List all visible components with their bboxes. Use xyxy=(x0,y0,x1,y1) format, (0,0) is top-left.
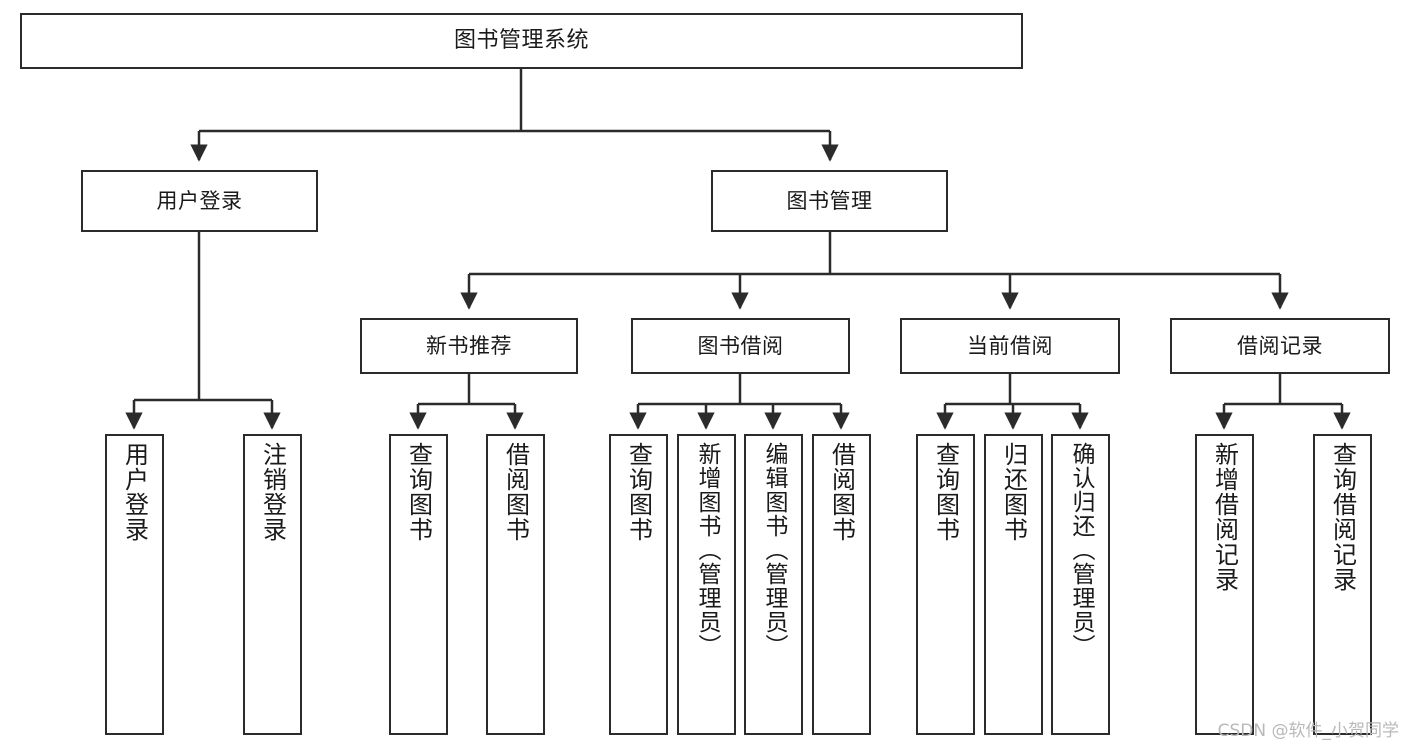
leaf-record-query-borrow-record[interactable]: 查询借阅记录 xyxy=(1313,434,1372,735)
node-label: 查询图书 xyxy=(404,442,433,542)
leaf-record-add-borrow-record[interactable]: 新增借阅记录 xyxy=(1195,434,1254,735)
leaf-user-logout[interactable]: 注销登录 xyxy=(243,434,302,735)
leaf-current-return-book[interactable]: 归还图书 xyxy=(984,434,1043,735)
node-label: 借阅记录 xyxy=(1237,333,1323,358)
node-label: 借阅图书 xyxy=(827,442,856,542)
watermark: CSDN @软件_小贺同学 xyxy=(1217,721,1399,741)
node-label: 用户登录 xyxy=(156,188,243,213)
node-label: 查询图书 xyxy=(624,442,653,542)
node-user-login[interactable]: 用户登录 xyxy=(81,170,318,232)
node-label: 新增借阅记录 xyxy=(1210,442,1239,592)
node-root-system[interactable]: 图书管理系统 xyxy=(20,13,1023,69)
node-book-management[interactable]: 图书管理 xyxy=(711,170,948,232)
node-label: 图书借阅 xyxy=(697,333,784,358)
node-label: 图书管理 xyxy=(786,188,873,213)
node-current-borrow[interactable]: 当前借阅 xyxy=(900,318,1120,374)
node-label: 编辑图书（管理员） xyxy=(761,442,787,658)
node-borrow-record[interactable]: 借阅记录 xyxy=(1170,318,1390,374)
node-label: 归还图书 xyxy=(999,442,1028,542)
leaf-borrow-borrow-book[interactable]: 借阅图书 xyxy=(812,434,871,735)
leaf-borrow-add-book-admin[interactable]: 新增图书（管理员） xyxy=(677,434,736,735)
node-label: 借阅图书 xyxy=(501,442,530,542)
leaf-current-query-book[interactable]: 查询图书 xyxy=(916,434,975,735)
leaf-borrow-query-book[interactable]: 查询图书 xyxy=(609,434,668,735)
node-label: 新增图书（管理员） xyxy=(694,442,720,658)
leaf-recommend-query-book[interactable]: 查询图书 xyxy=(389,434,448,735)
node-new-book-recommend[interactable]: 新书推荐 xyxy=(360,318,578,374)
node-label: 确认归还（管理员） xyxy=(1068,442,1094,658)
node-label: 注销登录 xyxy=(258,442,287,542)
node-book-borrow[interactable]: 图书借阅 xyxy=(631,318,850,374)
leaf-borrow-edit-book-admin[interactable]: 编辑图书（管理员） xyxy=(744,434,803,735)
node-label: 图书管理系统 xyxy=(453,28,589,54)
leaf-recommend-borrow-book[interactable]: 借阅图书 xyxy=(486,434,545,735)
node-label: 查询图书 xyxy=(931,442,960,542)
node-label: 当前借阅 xyxy=(967,333,1053,358)
node-label: 新书推荐 xyxy=(426,333,512,358)
node-label: 用户登录 xyxy=(120,442,149,542)
leaf-user-login[interactable]: 用户登录 xyxy=(105,434,164,735)
node-label: 查询借阅记录 xyxy=(1328,442,1357,592)
leaf-current-confirm-return-admin[interactable]: 确认归还（管理员） xyxy=(1051,434,1110,735)
